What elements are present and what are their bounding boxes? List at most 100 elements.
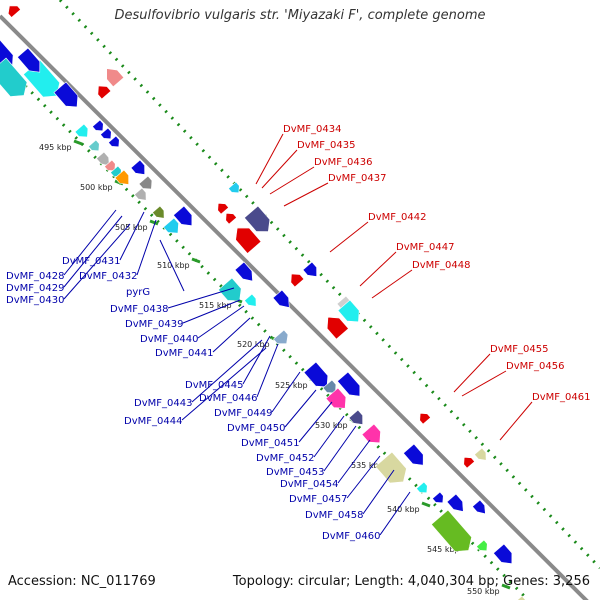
gene-arrow	[100, 127, 112, 140]
gene-forward	[173, 205, 193, 227]
gene-forward	[96, 151, 110, 167]
gene-arrow	[173, 205, 193, 227]
gene-reverse	[290, 273, 305, 288]
gene-forward	[514, 595, 531, 600]
gene-arrow	[163, 217, 179, 234]
leader-line	[159, 239, 185, 292]
gene-arrow	[243, 205, 271, 232]
gene-label: DvMF_0435	[297, 140, 355, 151]
gene-arrow	[416, 481, 428, 494]
leader-line	[499, 401, 533, 441]
gene-forward	[114, 169, 129, 185]
gene-label: DvMF_0454	[280, 479, 338, 490]
gene-arrow	[130, 159, 145, 175]
gene-arrow	[303, 361, 329, 388]
gene-label: DvMF_0442	[368, 212, 426, 223]
gene-arrow	[290, 273, 305, 288]
gene-forward	[74, 123, 89, 138]
gene-arrow	[17, 47, 41, 73]
gene-arrow	[225, 212, 237, 225]
gene-arrow	[74, 123, 89, 138]
gene-arrow	[337, 371, 361, 397]
gene-arrow	[337, 299, 360, 323]
scale-tick-label: 510 kbp	[157, 261, 190, 270]
gene-forward	[348, 409, 363, 425]
leader-line	[182, 299, 241, 324]
map-title: Desulfovibrio vulgaris str. 'Miyazaki F'…	[114, 8, 486, 23]
leader-line	[197, 305, 245, 339]
gene-forward	[152, 205, 165, 219]
gene-label: DvMF_0444	[124, 416, 182, 427]
gene-forward	[416, 481, 428, 494]
gene-reverse	[97, 85, 112, 100]
leader-line	[329, 221, 369, 253]
gene-arrow	[273, 329, 289, 345]
scale-tick	[149, 219, 159, 226]
gene-forward	[374, 451, 407, 484]
gene-label: DvMF_0458	[305, 510, 363, 521]
gene-arrow	[472, 499, 486, 515]
leader-line	[283, 182, 329, 207]
gene-arrow	[419, 412, 431, 425]
gene-forward	[272, 289, 290, 308]
leader-line	[362, 469, 395, 515]
gene-forward	[130, 159, 145, 175]
scale-tick-label: 530 kbp	[315, 421, 348, 430]
gene-forward	[108, 135, 120, 148]
gene-label: DvMF_0437	[328, 173, 386, 184]
gene-arrow	[244, 293, 257, 307]
leader-line	[255, 133, 284, 185]
gene-label: DvMF_0428	[6, 271, 64, 282]
gene-arrow	[228, 181, 240, 194]
gene-label: DvMF_0439	[125, 319, 183, 330]
gene-arrow	[272, 289, 290, 308]
gene-label: DvMF_0440	[140, 334, 198, 345]
scale-tick-label: 515 kbp	[199, 301, 232, 310]
gene-arrow	[322, 379, 337, 394]
gene-label: DvMF_0449	[214, 408, 272, 419]
gene-arrow	[361, 423, 381, 444]
scale-tick	[73, 139, 83, 146]
leader-line	[298, 401, 333, 443]
gene-forward	[134, 187, 147, 201]
gene-arrow	[432, 491, 444, 504]
gene-label: pyrG	[126, 287, 150, 298]
scale-tick	[191, 257, 201, 264]
gene-label: DvMF_0453	[266, 467, 324, 478]
gene-label: DvMF_0432	[79, 271, 137, 282]
scale-tick-label: 525 kbp	[275, 381, 308, 390]
gene-arrow	[108, 135, 120, 148]
gene-reverse	[217, 202, 229, 215]
leader-line	[63, 223, 131, 300]
gene-forward	[337, 371, 361, 397]
gene-label: DvMF_0448	[412, 260, 470, 271]
scale-tick-label: 495 kbp	[39, 143, 72, 152]
gene-reverse	[463, 456, 475, 469]
genome-backbone	[0, 14, 589, 600]
gene-reverse	[235, 227, 262, 254]
gene-arrow	[493, 543, 513, 565]
gene-forward	[234, 261, 253, 282]
gene-arrow	[114, 169, 129, 185]
scale-tick-label: 505 kbp	[115, 223, 148, 232]
gene-label: DvMF_0447	[396, 242, 454, 253]
gene-arrow	[235, 227, 262, 254]
leader-line	[256, 343, 279, 398]
gene-forward	[92, 119, 104, 132]
scale-tick	[421, 501, 431, 508]
gene-arrow	[97, 85, 112, 100]
leader-line	[346, 455, 381, 499]
gene-forward	[163, 217, 179, 234]
gene-label: DvMF_0461	[532, 392, 590, 403]
gene-reverse	[419, 412, 431, 425]
gene-label: DvMF_0456	[506, 361, 564, 372]
scale-tick-label: 540 kbp	[387, 505, 420, 514]
gene-forward	[302, 261, 317, 277]
gene-forward	[432, 491, 444, 504]
gene-arrow	[446, 493, 464, 512]
gene-label: DvMF_0431	[62, 256, 120, 267]
gene-reverse	[225, 212, 237, 225]
leader-line	[167, 287, 235, 309]
gene-arrow	[514, 595, 531, 600]
